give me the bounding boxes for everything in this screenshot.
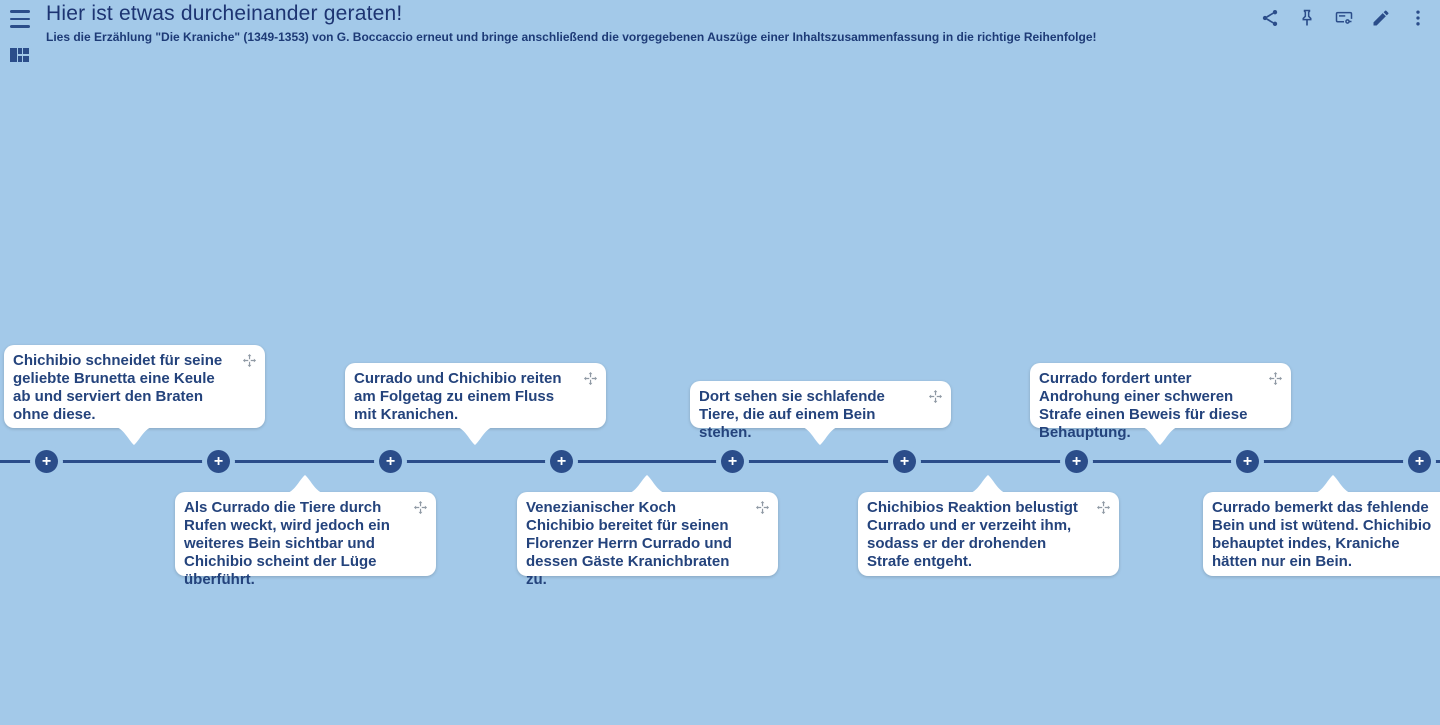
card-text: Venezianischer Koch Chichibio bereitet f… — [526, 499, 732, 588]
bubble-tail-down — [457, 427, 493, 445]
timeline-card[interactable]: Currado bemerkt das fehlende Bein und is… — [1203, 475, 1440, 576]
card-key-icon[interactable] — [1334, 8, 1354, 28]
kebab-menu-icon[interactable] — [1408, 8, 1428, 28]
drag-move-icon[interactable] — [1096, 500, 1111, 515]
insert-slot-button-1[interactable]: + — [35, 450, 58, 473]
timeline-card[interactable]: Dort sehen sie schlafende Tiere, die auf… — [690, 381, 951, 445]
card-text: Currado bemerkt das fehlende Bein und is… — [1212, 499, 1432, 570]
drag-move-icon[interactable] — [242, 353, 257, 368]
insert-slot-button-5[interactable]: + — [721, 450, 744, 473]
share-icon[interactable] — [1260, 8, 1280, 28]
bubble-tail-up — [1315, 475, 1351, 493]
drag-move-icon[interactable] — [1268, 371, 1283, 386]
insert-slot-button-7[interactable]: + — [1065, 450, 1088, 473]
learningapps-logo-icon[interactable] — [10, 48, 29, 62]
timeline-card[interactable]: Venezianischer Koch Chichibio bereitet f… — [517, 475, 778, 588]
insert-slot-button-6[interactable]: + — [893, 450, 916, 473]
drag-move-icon[interactable] — [583, 371, 598, 386]
bubble-tail-up — [970, 475, 1006, 493]
drag-move-icon[interactable] — [755, 500, 770, 515]
insert-slot-button-8[interactable]: + — [1236, 450, 1259, 473]
bubble-tail-up — [287, 475, 323, 493]
toolbar — [1260, 8, 1428, 28]
edit-pencil-icon[interactable] — [1371, 8, 1391, 28]
drag-move-icon[interactable] — [928, 389, 943, 404]
insert-slot-button-9[interactable]: + — [1408, 450, 1431, 473]
card-text: Currado und Chichibio reiten am Folgetag… — [354, 370, 562, 423]
bubble-tail-up — [629, 475, 665, 493]
insert-slot-button-2[interactable]: + — [207, 450, 230, 473]
card-text: Als Currado die Tiere durch Rufen weckt,… — [184, 499, 390, 588]
timeline-card[interactable]: Als Currado die Tiere durch Rufen weckt,… — [175, 475, 436, 588]
timeline-card[interactable]: Currado und Chichibio reiten am Folgetag… — [345, 363, 606, 445]
hamburger-menu-icon[interactable] — [10, 10, 30, 28]
timeline-card[interactable]: Chichibio schneidet für seine geliebte B… — [4, 345, 265, 445]
timeline-line — [0, 460, 1440, 463]
pin-icon[interactable] — [1297, 8, 1317, 28]
timeline-card[interactable]: Chichibios Reaktion belustigt Currado un… — [858, 475, 1119, 576]
insert-slot-button-4[interactable]: + — [550, 450, 573, 473]
bubble-tail-down — [1142, 427, 1178, 445]
drag-move-icon[interactable] — [413, 500, 428, 515]
bubble-tail-down — [116, 427, 152, 445]
insert-slot-button-3[interactable]: + — [379, 450, 402, 473]
card-text: Dort sehen sie schlafende Tiere, die auf… — [699, 388, 885, 441]
page-subtitle: Lies die Erzählung "Die Kraniche" (1349-… — [46, 30, 1097, 44]
card-text: Currado fordert unter Androhung einer sc… — [1039, 370, 1248, 441]
card-text: Chichibio schneidet für seine geliebte B… — [13, 352, 223, 423]
timeline-card[interactable]: Currado fordert unter Androhung einer sc… — [1030, 363, 1291, 445]
page-title: Hier ist etwas durcheinander geraten! — [46, 2, 403, 25]
bubble-tail-down — [802, 427, 838, 445]
card-text: Chichibios Reaktion belustigt Currado un… — [867, 499, 1078, 570]
